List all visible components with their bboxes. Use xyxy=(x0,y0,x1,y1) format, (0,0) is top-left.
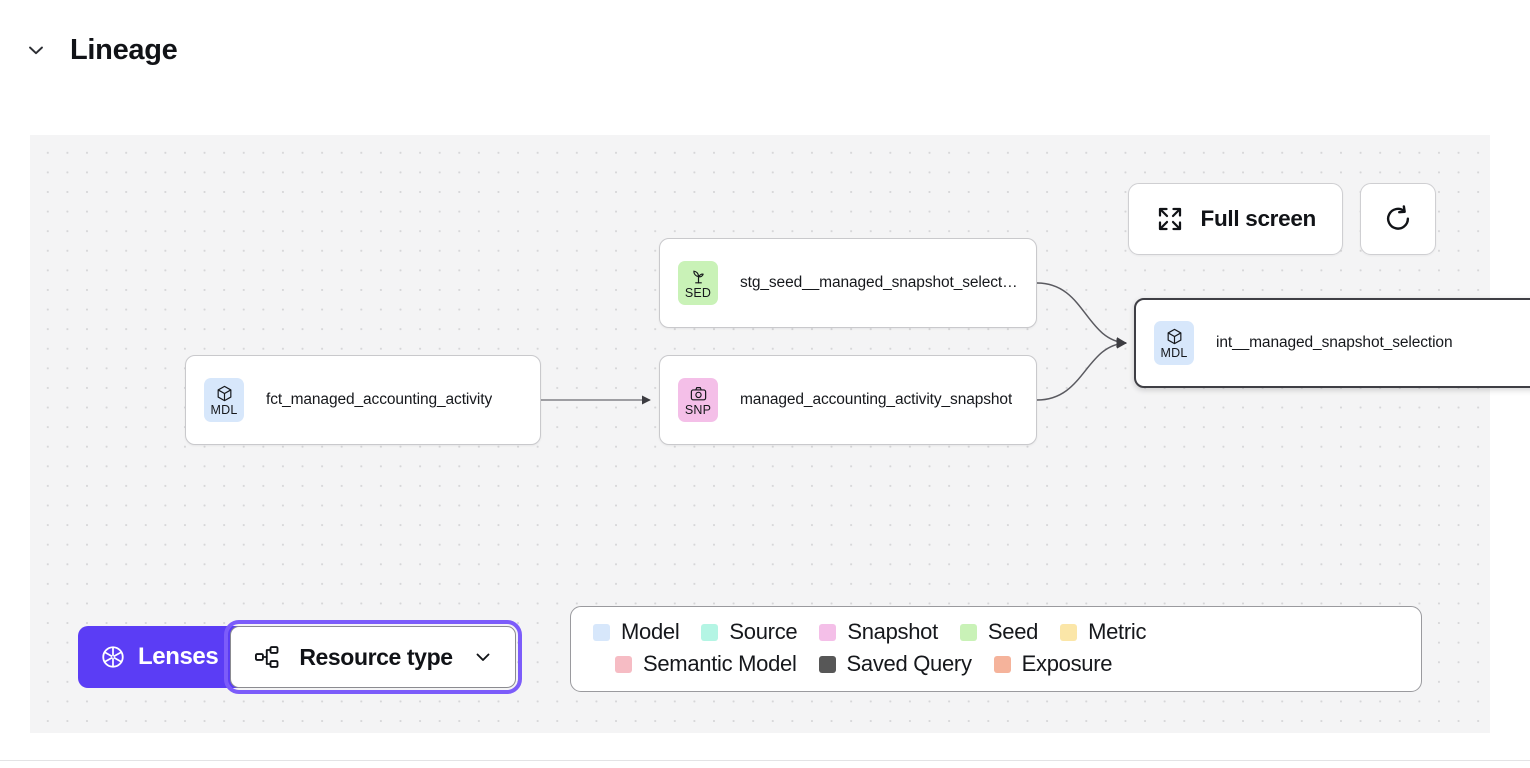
legend-label: Snapshot xyxy=(847,621,938,643)
resource-badge-model: MDL xyxy=(204,378,244,422)
cube-icon xyxy=(1165,327,1184,346)
resource-badge-seed: SED xyxy=(678,261,718,305)
legend-swatch xyxy=(994,656,1011,673)
legend-item-semantic-model: Semantic Model xyxy=(615,653,797,675)
legend-item-seed: Seed xyxy=(960,621,1038,643)
page-bottom-divider xyxy=(0,760,1530,761)
resource-badge-abbr: MDL xyxy=(211,404,238,417)
lineage-node-label: fct_managed_accounting_activity xyxy=(266,391,492,409)
legend-item-model: Model xyxy=(593,621,679,643)
hierarchy-icon xyxy=(253,643,281,671)
legend-swatch xyxy=(701,624,718,641)
resource-badge-abbr: SED xyxy=(685,287,711,300)
refresh-button[interactable] xyxy=(1360,183,1436,255)
legend-swatch xyxy=(1060,624,1077,641)
camera-icon xyxy=(689,384,708,403)
lineage-node-label: int__managed_snapshot_selection xyxy=(1216,334,1452,352)
page-title: Lineage xyxy=(70,36,178,65)
legend-swatch xyxy=(615,656,632,673)
edge-snapshot-to-int xyxy=(1037,343,1126,400)
lineage-canvas[interactable]: MDL fct_managed_accounting_activity SED … xyxy=(30,135,1490,733)
resource-badge-abbr: SNP xyxy=(685,404,711,417)
legend-item-snapshot: Snapshot xyxy=(819,621,938,643)
legend-swatch xyxy=(593,624,610,641)
legend-swatch xyxy=(960,624,977,641)
lineage-node-snapshot[interactable]: SNP managed_accounting_activity_snapshot xyxy=(659,355,1037,445)
legend-label: Seed xyxy=(988,621,1038,643)
legend-item-exposure: Exposure xyxy=(994,653,1113,675)
legend-label: Semantic Model xyxy=(643,653,797,675)
legend-label: Saved Query xyxy=(847,653,972,675)
lineage-node-model-int-selected[interactable]: MDL int__managed_snapshot_selection xyxy=(1134,298,1530,388)
legend-row-1: Model Source Snapshot Seed Metric xyxy=(593,621,1399,643)
expand-arrows-icon xyxy=(1155,204,1185,234)
lineage-legend: Model Source Snapshot Seed Metric xyxy=(570,606,1422,692)
resource-badge-model: MDL xyxy=(1154,321,1194,365)
cube-icon xyxy=(215,384,234,403)
legend-label: Source xyxy=(729,621,797,643)
full-screen-button[interactable]: Full screen xyxy=(1128,183,1344,255)
full-screen-label: Full screen xyxy=(1201,206,1317,232)
legend-item-saved-query: Saved Query xyxy=(819,653,972,675)
legend-item-source: Source xyxy=(701,621,797,643)
lineage-node-label: stg_seed__managed_snapshot_selecti... xyxy=(740,274,1018,292)
legend-swatch xyxy=(819,656,836,673)
legend-item-metric: Metric xyxy=(1060,621,1146,643)
lineage-section-header: Lineage xyxy=(24,26,178,74)
canvas-toolbar: Full screen xyxy=(1128,183,1437,255)
resource-type-label: Resource type xyxy=(299,644,452,671)
resource-badge-snapshot: SNP xyxy=(678,378,718,422)
legend-swatch xyxy=(819,624,836,641)
resource-badge-abbr: MDL xyxy=(1161,347,1188,360)
lineage-node-model-fct[interactable]: MDL fct_managed_accounting_activity xyxy=(185,355,541,445)
resource-type-dropdown[interactable]: Resource type xyxy=(230,626,515,688)
legend-row-2: Semantic Model Saved Query Exposure xyxy=(593,653,1399,675)
lineage-bottom-controls: Lenses Resource type xyxy=(78,626,516,688)
edge-seed-to-int xyxy=(1037,283,1126,343)
legend-label: Metric xyxy=(1088,621,1146,643)
sprout-icon xyxy=(689,267,708,286)
lenses-button[interactable]: Lenses xyxy=(78,626,238,688)
aperture-icon xyxy=(100,644,126,670)
chevron-down-icon xyxy=(471,645,495,669)
lineage-node-label: managed_accounting_activity_snapshot xyxy=(740,391,1012,409)
lineage-node-seed-stg[interactable]: SED stg_seed__managed_snapshot_selecti..… xyxy=(659,238,1037,328)
legend-label: Model xyxy=(621,621,679,643)
chevron-down-icon[interactable] xyxy=(24,38,48,62)
lenses-label: Lenses xyxy=(138,643,218,671)
legend-label: Exposure xyxy=(1022,653,1113,675)
refresh-icon xyxy=(1382,203,1414,235)
